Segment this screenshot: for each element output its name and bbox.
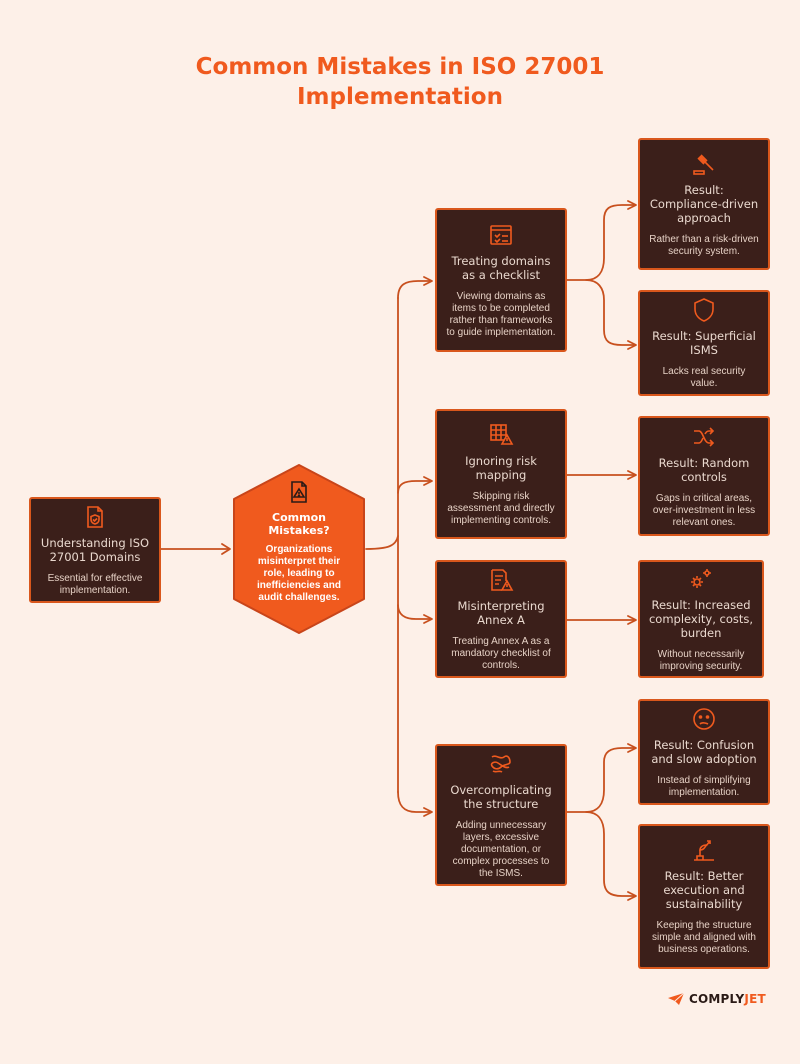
- mistake-node-checklist: Treating domains as a checklist Viewing …: [435, 208, 567, 352]
- center-desc: Organizations misinterpret their role, l…: [257, 544, 341, 603]
- result-title: Result: Confusion and slow adoption: [651, 737, 757, 766]
- mistake-node-annex-a: Misinterpreting Annex A Treating Annex A…: [435, 560, 567, 678]
- result-desc: Lacks real security value.: [662, 365, 746, 389]
- gears-icon: [688, 566, 714, 592]
- result-title: Result: Increased complexity, costs, bur…: [648, 597, 754, 640]
- paper-plane-icon: [668, 992, 685, 1005]
- mistake-node-overcomplicating: Overcomplicating the structure Adding un…: [435, 744, 567, 886]
- connector-mistake-2: [397, 480, 431, 494]
- result-title: Result: Random controls: [658, 455, 750, 484]
- title-line-1: Common Mistakes in ISO 27001: [195, 54, 605, 80]
- brand-logo: COMPLYJET: [667, 992, 766, 1006]
- result-desc: Without necessarily improving security.: [657, 648, 745, 672]
- result-desc: Rather than a risk-driven security syste…: [649, 233, 759, 257]
- shield-document-icon: [82, 504, 108, 530]
- shield-icon: [691, 297, 717, 323]
- root-title: Understanding ISO 27001 Domains: [40, 535, 150, 564]
- arrowhead: [221, 543, 231, 555]
- center-title: Common Mistakes?: [268, 511, 330, 537]
- connector-result-1: [566, 204, 635, 281]
- mistake-title: Misinterpreting Annex A: [457, 598, 545, 627]
- document-warning-icon: [488, 567, 514, 593]
- page-title: Common Mistakes in ISO 27001 Implementat…: [0, 52, 800, 112]
- mistake-title: Ignoring risk mapping: [465, 453, 537, 482]
- connector-result-6: [585, 811, 635, 897]
- brand-name-part2: JET: [744, 992, 766, 1006]
- connector-center-trunk: [365, 535, 399, 550]
- result-node-superficial-isms: Result: Superficial ISMS Lacks real secu…: [638, 290, 770, 396]
- result-node-random-controls: Result: Random controls Gaps in critical…: [638, 416, 770, 536]
- result-node-compliance-driven: Result: Compliance-driven approach Rathe…: [638, 138, 770, 270]
- result-title: Result: Compliance-driven approach: [649, 182, 759, 225]
- confused-face-icon: [691, 706, 717, 732]
- result-desc: Gaps in critical areas, over-investment …: [652, 492, 756, 528]
- root-node: Understanding ISO 27001 Domains Essentia…: [29, 497, 161, 603]
- result-node-better-execution: Result: Better execution and sustainabil…: [638, 824, 770, 969]
- result-title: Result: Better execution and sustainabil…: [663, 869, 745, 911]
- brand-name-part1: COMPLY: [689, 992, 745, 1006]
- result-title: Result: Superficial ISMS: [652, 328, 756, 357]
- mistake-title: Overcomplicating the structure: [450, 782, 552, 811]
- growth-plant-icon: [691, 837, 717, 863]
- mistake-desc: Adding unnecessary layers, excessive doc…: [452, 819, 550, 879]
- connector-mistake-4: [397, 791, 431, 813]
- center-node: Common Mistakes? Organizations misinterp…: [232, 463, 366, 635]
- mistake-desc: Viewing domains as items to be completed…: [446, 290, 556, 338]
- connector-result-2: [585, 279, 635, 346]
- result-node-increased-complexity: Result: Increased complexity, costs, bur…: [638, 560, 764, 678]
- result-node-confusion: Result: Confusion and slow adoption Inst…: [638, 699, 770, 805]
- mistake-title: Treating domains as a checklist: [451, 253, 551, 282]
- connector-result-5: [566, 747, 635, 813]
- root-desc: Essential for effective implementation.: [47, 572, 143, 596]
- title-line-2: Implementation: [297, 84, 503, 110]
- result-desc: Keeping the structure simple and aligned…: [652, 920, 756, 955]
- connector-mistake-1: [397, 280, 431, 299]
- mistake-desc: Skipping risk assessment and directly im…: [447, 490, 555, 526]
- shuffle-icon: [691, 424, 717, 450]
- gavel-icon: [691, 151, 717, 177]
- connector-mistake-3: [397, 604, 431, 620]
- mistake-desc: Treating Annex A as a mandatory checklis…: [451, 635, 551, 671]
- mistake-node-risk-mapping: Ignoring risk mapping Skipping risk asse…: [435, 409, 567, 539]
- tangled-icon: [488, 751, 514, 777]
- checklist-icon: [488, 222, 514, 248]
- warning-document-icon: [286, 479, 312, 505]
- result-desc: Instead of simplifying implementation.: [657, 774, 751, 798]
- grid-warning-icon: [488, 422, 514, 448]
